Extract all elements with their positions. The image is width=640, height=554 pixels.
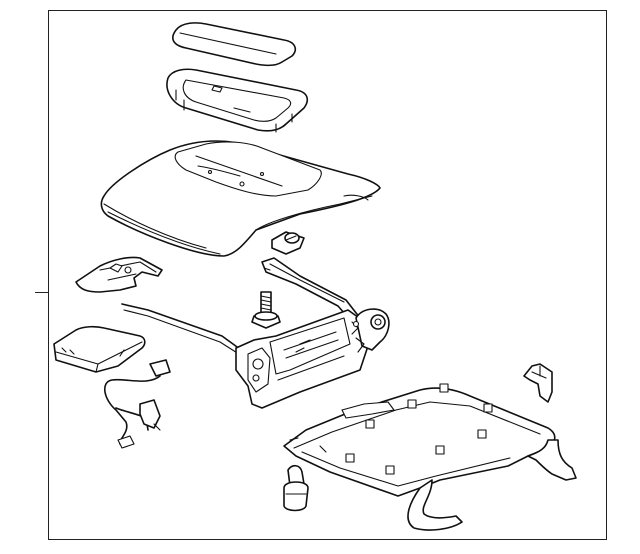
hinge-assembly <box>121 303 390 409</box>
lid-pad <box>172 22 297 67</box>
latch-clip <box>523 363 553 403</box>
latch-bracket <box>75 256 163 293</box>
console-lid <box>100 140 381 257</box>
lid-bezel <box>166 68 309 133</box>
retaining-nut <box>271 231 305 255</box>
console-base <box>283 383 577 531</box>
bumper-stop <box>283 464 309 512</box>
callout-leader-line <box>35 292 48 293</box>
control-module <box>53 325 146 373</box>
mounting-bolt <box>251 291 281 329</box>
wiring-harness <box>104 359 171 449</box>
